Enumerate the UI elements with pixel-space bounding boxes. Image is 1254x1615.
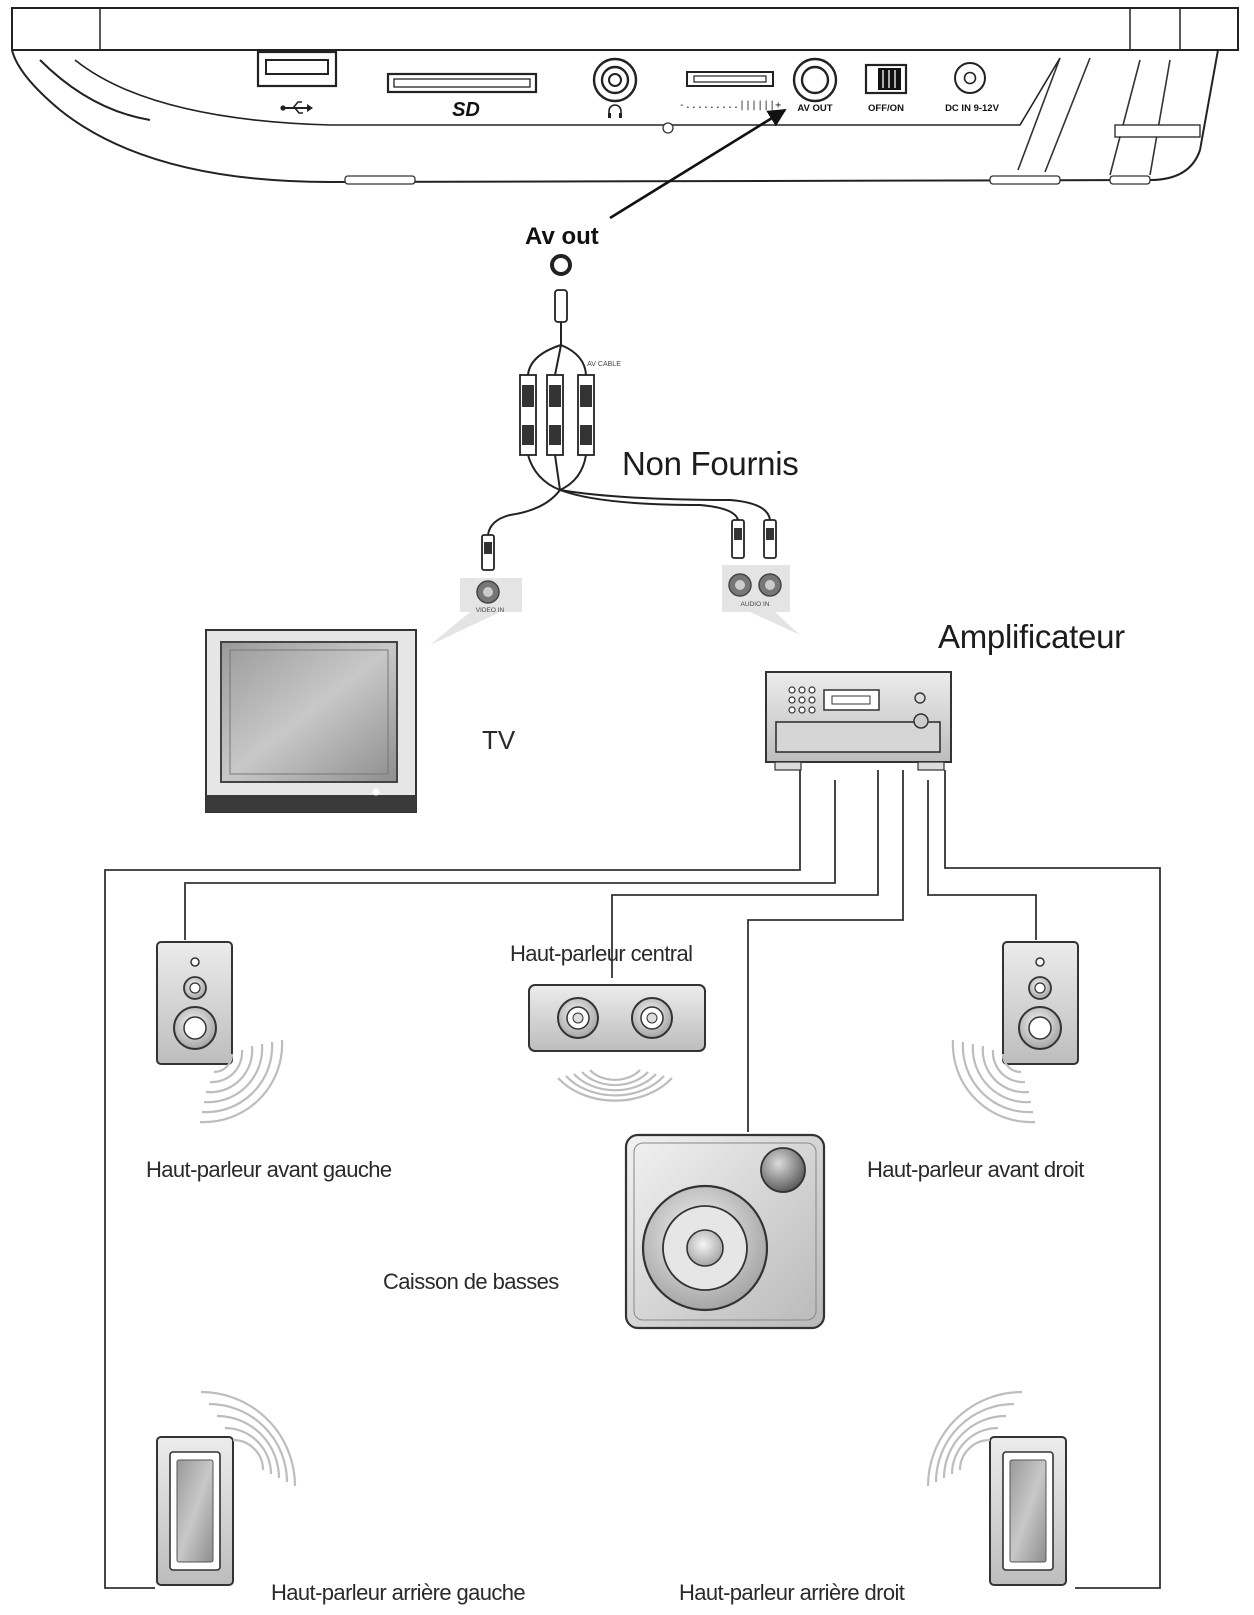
av-out-callout-label: Av out <box>525 223 599 250</box>
tv-label: TV <box>482 725 516 755</box>
front-right-speaker <box>1002 941 1079 1065</box>
sd-card-slot <box>386 72 538 94</box>
cable-label: AV CABLE <box>587 361 621 368</box>
center-sound-waves <box>557 1069 673 1102</box>
dc-in-jack <box>954 62 986 94</box>
rear-left-speaker-label: Haut-parleur arrière gauche <box>271 1580 526 1605</box>
volume-slider <box>686 71 774 87</box>
power-switch <box>864 63 908 95</box>
subwoofer <box>624 1133 826 1330</box>
rear-left-speaker <box>156 1436 234 1586</box>
front-right-sound-waves <box>951 1039 1036 1124</box>
front-right-speaker-label: Haut-parleur avant droit <box>867 1157 1084 1182</box>
video-in-panel <box>430 578 522 645</box>
audio-in-panel <box>722 565 800 635</box>
amplifier-label: Amplificateur <box>938 618 1125 655</box>
rear-left-sound-waves <box>200 1390 297 1487</box>
av-out-jack-symbol <box>550 254 572 276</box>
usb-icon <box>280 101 313 114</box>
rear-right-sound-waves <box>926 1390 1023 1487</box>
sd-logo: SD <box>452 99 480 121</box>
headphone-icon <box>608 104 622 118</box>
center-speaker <box>528 984 706 1052</box>
av-cable <box>481 254 777 571</box>
speaker-wires <box>104 770 1161 1589</box>
front-left-sound-waves <box>199 1039 284 1124</box>
audio-in-label: AUDIO IN <box>741 601 770 608</box>
av-out-jack <box>792 57 838 103</box>
usb-port <box>256 50 338 88</box>
volume-label: -.........||||||+ <box>679 100 781 111</box>
switch-label: OFF/ON <box>868 103 904 114</box>
non-fournis-label: Non Fournis <box>622 445 799 482</box>
video-in-label: VIDEO IN <box>476 607 505 614</box>
subwoofer-label: Caisson de basses <box>383 1269 559 1294</box>
rear-right-speaker-label: Haut-parleur arrière droit <box>679 1580 905 1605</box>
callout-arrow <box>609 108 787 220</box>
headphone-jack <box>592 57 638 103</box>
rear-right-speaker <box>989 1436 1067 1586</box>
av-out-label: AV OUT <box>797 103 832 114</box>
amplifier-unit <box>765 671 952 771</box>
front-left-speaker <box>156 941 233 1065</box>
dc-in-label: DC IN 9-12V <box>945 103 1000 114</box>
dvd-player-side-panel: SD -.........||||||+ AV OUT <box>11 7 1239 185</box>
front-left-speaker-label: Haut-parleur avant gauche <box>146 1157 392 1182</box>
center-speaker-label: Haut-parleur central <box>510 941 693 966</box>
tv-set <box>205 629 417 813</box>
